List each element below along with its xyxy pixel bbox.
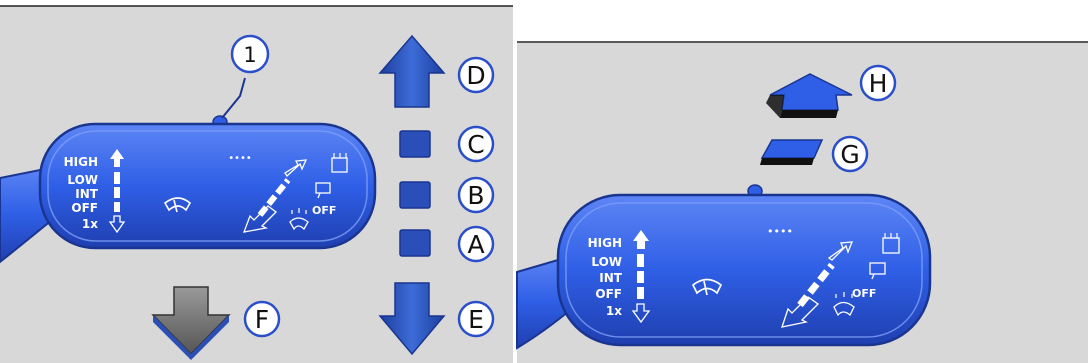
position-c-button — [399, 130, 431, 158]
position-down-arrow — [378, 282, 446, 356]
position-b-button — [399, 181, 431, 209]
rear-down-arrow-icon-right — [781, 296, 820, 328]
down-arrow-icon-right — [631, 303, 651, 324]
up-arrow-icon-right — [633, 230, 649, 249]
rear-down-arrow-icon — [242, 205, 277, 233]
level-off-right: OFF — [595, 287, 622, 301]
front-wiper-icon — [163, 197, 192, 213]
washer-icons-right: OFF — [833, 233, 900, 317]
right-top-band — [517, 0, 1088, 42]
down-arrow-icon — [108, 215, 126, 234]
push-down-arrow — [151, 286, 231, 360]
level-bar-off — [114, 202, 120, 212]
stalk-head — [38, 122, 377, 250]
label-f: F — [255, 305, 269, 334]
pull-up-arrow — [766, 73, 853, 118]
wash-wipe-icon-right — [833, 301, 855, 317]
level-low-right: LOW — [591, 255, 622, 269]
level-high-right: HIGH — [588, 236, 622, 250]
label-e-circle — [457, 300, 495, 338]
label-d: D — [466, 61, 485, 90]
right-panel: HIGH LOW INT OFF 1x •••• — [516, 0, 1088, 363]
level-bar-int — [114, 187, 120, 198]
label-g-circle — [831, 135, 869, 173]
rear-off-label-right: OFF — [852, 287, 876, 300]
rear-wiper-switch-track — [242, 159, 308, 233]
rear-up-arrow-icon — [284, 159, 308, 177]
level-single-right: 1x — [606, 304, 622, 318]
front-wiper-icon-right — [691, 278, 723, 296]
stalk-head-right — [556, 193, 932, 347]
label-b-circle — [457, 176, 495, 214]
level-bar-low-right — [637, 254, 644, 267]
callout-leader-line — [221, 77, 246, 119]
level-low: LOW — [67, 173, 98, 187]
rain-sensitivity-icon: •••• — [228, 153, 252, 164]
left-panel: 1 HIGH LOW INT OFF 1x •••• — [0, 0, 513, 363]
stalk-head-rim-right — [565, 202, 923, 338]
panel-divider — [513, 0, 517, 363]
label-b: B — [467, 181, 484, 210]
label-h: H — [869, 69, 888, 98]
callout-1-circle — [230, 34, 270, 74]
position-up-arrow — [378, 34, 446, 108]
label-a-circle — [457, 225, 495, 263]
label-c: C — [467, 130, 484, 159]
level-off: OFF — [71, 201, 98, 215]
level-high: HIGH — [64, 155, 98, 169]
rain-sensitivity-icon-right: •••• — [767, 225, 793, 238]
stalk-head-rim — [47, 130, 368, 242]
up-arrow-icon — [110, 149, 124, 167]
position-a-button — [399, 229, 431, 257]
callout-1-number: 1 — [243, 43, 256, 67]
level-bar-int-right — [637, 271, 644, 283]
wiper-level-scale-right: HIGH LOW INT OFF 1x — [588, 230, 651, 324]
level-bar-off-right — [637, 287, 644, 299]
level-single: 1x — [82, 217, 98, 231]
rear-off-label: OFF — [312, 204, 336, 217]
left-top-band — [0, 0, 513, 6]
wash-wipe-icon — [289, 217, 309, 231]
label-f-circle — [243, 300, 281, 338]
label-h-circle — [859, 64, 897, 102]
level-int-right: INT — [599, 271, 623, 285]
rear-up-arrow-icon-right — [827, 241, 853, 261]
label-e: E — [468, 305, 484, 334]
level-int: INT — [75, 187, 99, 201]
pull-up-key — [760, 139, 824, 165]
rear-wiper-switch-track-right — [781, 241, 853, 328]
rear-wiper-icon-right — [869, 262, 886, 275]
washer-icons: OFF — [289, 153, 348, 231]
wiper-level-scale: HIGH LOW INT OFF 1x — [64, 149, 126, 234]
position-column — [378, 34, 446, 356]
label-g: G — [840, 140, 859, 169]
level-bar-low — [114, 172, 120, 184]
label-c-circle — [457, 125, 495, 163]
label-d-circle — [457, 56, 495, 94]
label-a: A — [467, 230, 484, 259]
rear-wiper-icon — [315, 182, 331, 194]
